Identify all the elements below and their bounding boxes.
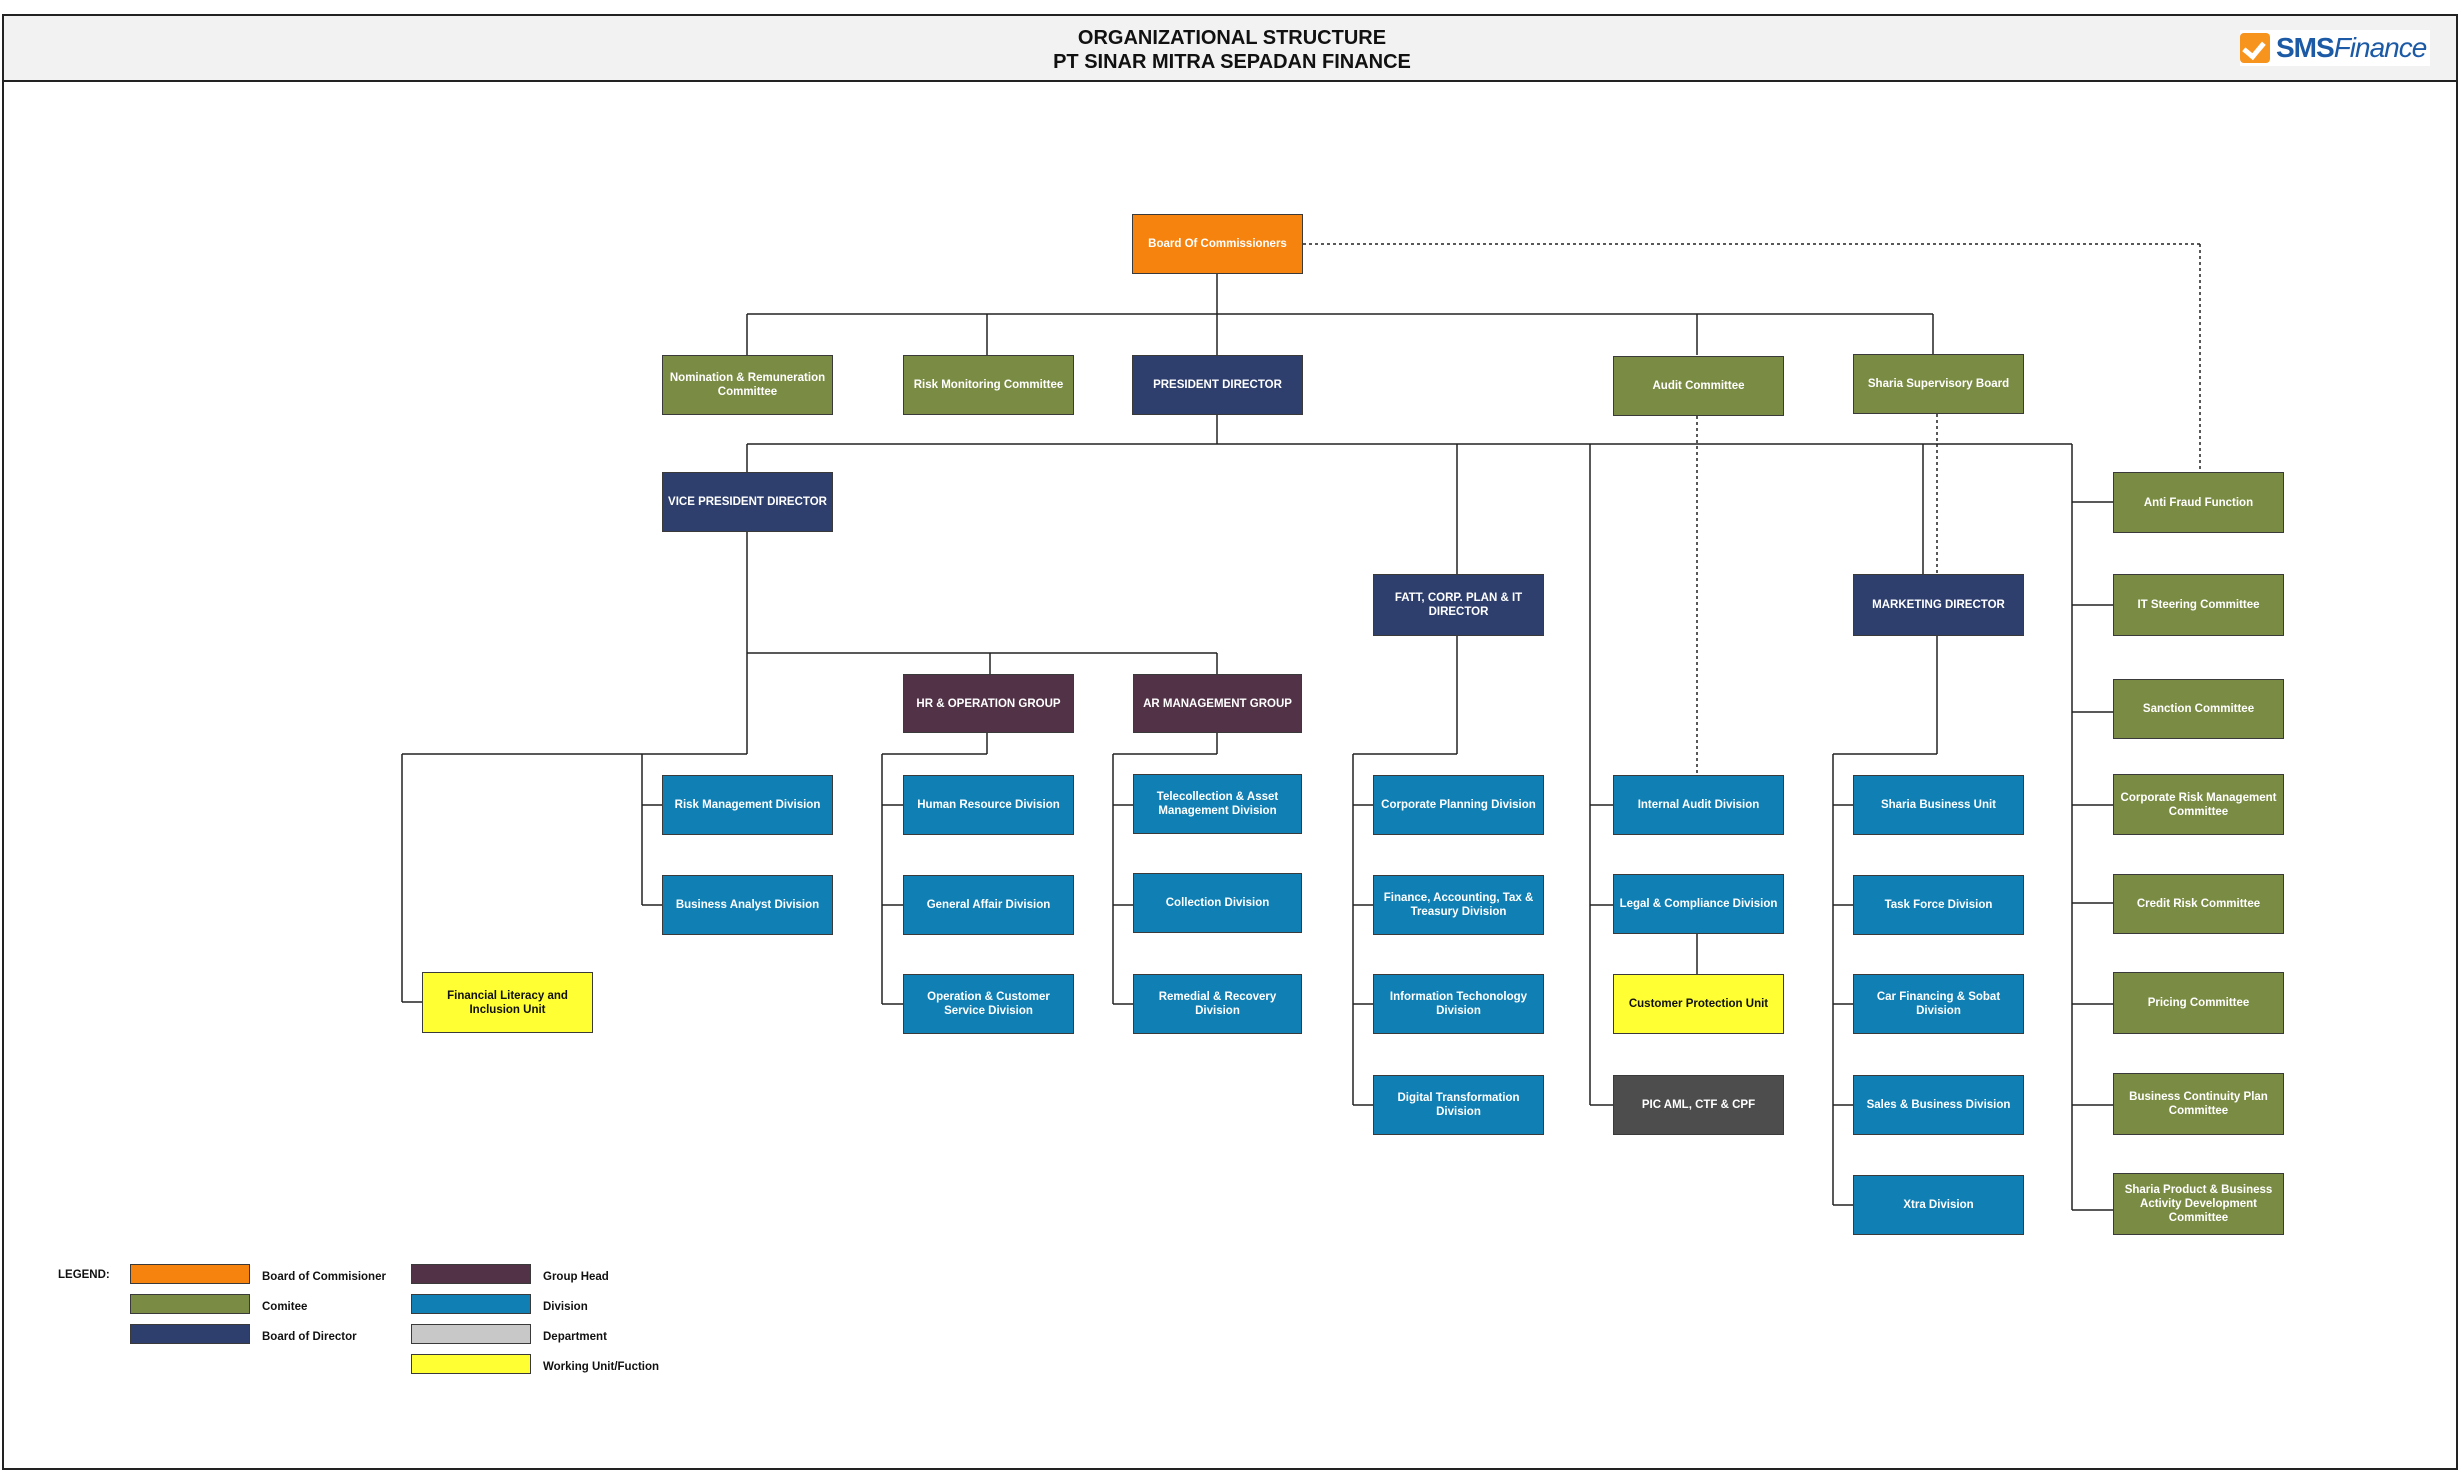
- logo-text-part1: SMS: [2276, 32, 2335, 63]
- logo-text: SMSFinance: [2276, 32, 2428, 63]
- node-digital-transformation-division: Digital Transformation Division: [1373, 1075, 1544, 1135]
- node-business-analyst-division: Business Analyst Division: [662, 875, 833, 935]
- company-logo: SMSFinance: [2240, 30, 2430, 66]
- node-general-affair-division: General Affair Division: [903, 875, 1074, 935]
- node-customer-protection-unit: Customer Protection Unit: [1613, 974, 1784, 1034]
- node-audit-committee: Audit Committee: [1613, 356, 1784, 416]
- node-legal-compliance-division: Legal & Compliance Division: [1613, 874, 1784, 934]
- legend-swatch-unit: [411, 1354, 531, 1374]
- node-task-force-division: Task Force Division: [1853, 875, 2024, 935]
- legend-label-director: Board of Director: [262, 1331, 357, 1343]
- company-name: PT SINAR MITRA SEPADAN FINANCE: [1053, 51, 1411, 73]
- node-risk-monitoring-committee: Risk Monitoring Committee: [903, 355, 1074, 415]
- node-business-continuity-plan-committee: Business Continuity Plan Committee: [2113, 1073, 2284, 1135]
- node-vice-president-director: VICE PRESIDENT DIRECTOR: [662, 472, 833, 532]
- node-internal-audit-division: Internal Audit Division: [1613, 775, 1784, 835]
- node-financial-literacy-unit: Financial Literacy and Inclusion Unit: [422, 972, 593, 1033]
- node-pricing-committee: Pricing Committee: [2113, 972, 2284, 1034]
- legend-label-unit: Working Unit/Fuction: [543, 1361, 660, 1373]
- node-pic-aml-ctf-cpf: PIC AML, CTF & CPF: [1613, 1075, 1784, 1135]
- node-remedial-recovery-division: Remedial & Recovery Division: [1133, 974, 1302, 1034]
- node-ar-management-group: AR MANAGEMENT GROUP: [1133, 674, 1302, 733]
- legend-swatch-division: [411, 1294, 531, 1314]
- node-marketing-director: MARKETING DIRECTOR: [1853, 574, 2024, 636]
- node-corporate-planning-division: Corporate Planning Division: [1373, 775, 1544, 835]
- legend-label-department: Department: [543, 1331, 607, 1343]
- node-operation-customer-service-division: Operation & Customer Service Division: [903, 974, 1074, 1034]
- legend-label-committee: Comitee: [262, 1301, 308, 1313]
- node-it-steering-committee: IT Steering Committee: [2113, 574, 2284, 636]
- legend-swatch-department: [411, 1324, 531, 1344]
- node-sharia-business-unit: Sharia Business Unit: [1853, 775, 2024, 835]
- node-telecollection-asset-division: Telecollection & Asset Management Divisi…: [1133, 774, 1302, 834]
- page-title: ORGANIZATIONAL STRUCTURE: [1077, 27, 1387, 49]
- legend-label-division: Division: [543, 1301, 588, 1313]
- node-board-of-commissioners: Board Of Commissioners: [1132, 214, 1303, 274]
- logo-text-part2: Finance: [2333, 32, 2428, 63]
- legend-swatch-committee: [130, 1294, 250, 1314]
- node-car-financing-sobat-division: Car Financing & Sobat Division: [1853, 974, 2024, 1034]
- node-risk-management-division: Risk Management Division: [662, 775, 833, 835]
- legend-swatch-group: [411, 1264, 531, 1284]
- node-finance-accounting-tax-division: Finance, Accounting, Tax & Treasury Divi…: [1373, 875, 1544, 935]
- node-human-resource-division: Human Resource Division: [903, 775, 1074, 835]
- header-bar: ORGANIZATIONAL STRUCTURE PT SINAR MITRA …: [2, 14, 2458, 82]
- legend-label-board: Board of Commisioner: [262, 1271, 386, 1283]
- node-credit-risk-committee: Credit Risk Committee: [2113, 874, 2284, 934]
- node-xtra-division: Xtra Division: [1853, 1175, 2024, 1235]
- checkmark-logo-icon: [2240, 33, 2270, 63]
- legend-swatch-director: [130, 1324, 250, 1344]
- node-fatt-corp-plan-it-director: FATT, CORP. PLAN & IT DIRECTOR: [1373, 574, 1544, 636]
- legend-title: LEGEND:: [58, 1269, 110, 1281]
- node-sharia-supervisory-board: Sharia Supervisory Board: [1853, 354, 2024, 414]
- node-sanction-committee: Sanction Committee: [2113, 679, 2284, 739]
- legend-label-group: Group Head: [543, 1271, 609, 1283]
- node-sharia-product-business-committee: Sharia Product & Business Activity Devel…: [2113, 1173, 2284, 1235]
- legend-swatch-board: [130, 1264, 250, 1284]
- node-nomination-remuneration-committee: Nomination & Remuneration Committee: [662, 355, 833, 415]
- node-president-director: PRESIDENT DIRECTOR: [1132, 355, 1303, 415]
- node-hr-operation-group: HR & OPERATION GROUP: [903, 674, 1074, 733]
- node-corporate-risk-management-committee: Corporate Risk Management Committee: [2113, 774, 2284, 835]
- node-information-technology-division: Information Techonology Division: [1373, 974, 1544, 1034]
- node-collection-division: Collection Division: [1133, 873, 1302, 933]
- node-anti-fraud-function: Anti Fraud Function: [2113, 472, 2284, 533]
- node-sales-business-division: Sales & Business Division: [1853, 1075, 2024, 1135]
